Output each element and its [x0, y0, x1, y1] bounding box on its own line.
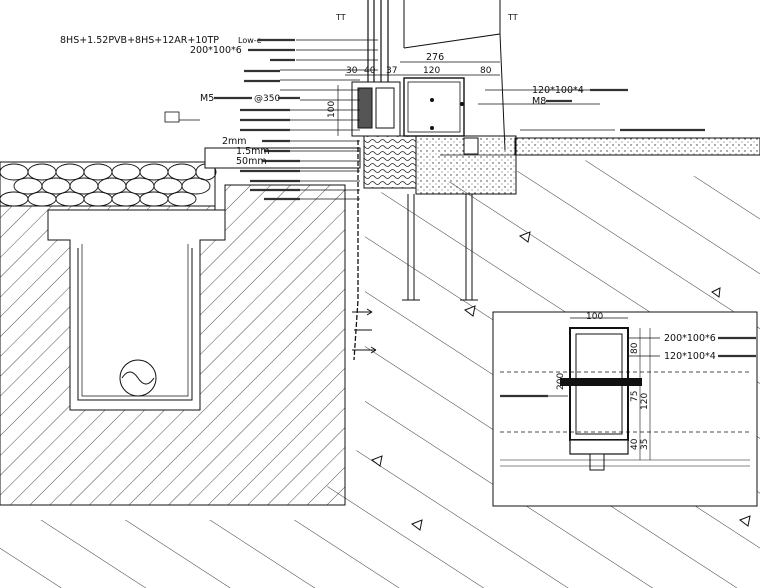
floor-finish: [0, 137, 760, 169]
size-1-5mm-label: 1.5mm: [236, 146, 270, 157]
detail-box: 100 200*100*6 120*100*4 80 200 75 120 40…: [492, 311, 758, 507]
glass-spec-label: 8HS+1.52PVB+8HS+12AR+10TP: [60, 35, 219, 46]
sill-assembly: [351, 77, 517, 301]
top-dimensions: 276 30 40 37 120 80 100: [327, 52, 500, 136]
main-steel-label: 200*100*6: [190, 45, 242, 56]
svg-text:100: 100: [586, 312, 603, 322]
section-markers: [370, 231, 751, 531]
size-50mm-label: 50mm: [236, 156, 267, 167]
glass-spec-tail: Low-e: [238, 36, 262, 45]
svg-text:40: 40: [364, 66, 376, 76]
m5-spacing-label: @350: [254, 94, 280, 104]
svg-text:120: 120: [640, 393, 650, 410]
right-callouts: 120*100*4 M8: [532, 85, 705, 132]
svg-text:40: 40: [630, 438, 640, 450]
membrane-line: [352, 140, 377, 361]
svg-text:200*100*6: 200*100*6: [664, 333, 716, 344]
svg-text:80: 80: [630, 342, 640, 354]
svg-text:30: 30: [346, 66, 358, 76]
drain-trench: [47, 209, 226, 411]
top-callouts: 8HS+1.52PVB+8HS+12AR+10TP Low-e 200*100*…: [60, 35, 300, 201]
svg-text:276: 276: [426, 52, 444, 63]
svg-text:75: 75: [630, 391, 640, 402]
gasket-2mm-label: 2mm: [222, 136, 247, 147]
svg-text:120*100*4: 120*100*4: [664, 351, 716, 362]
svg-text:35: 35: [640, 439, 650, 450]
svg-text:37: 37: [386, 66, 397, 76]
svg-text:M8: M8: [532, 96, 546, 107]
svg-text:120: 120: [423, 66, 440, 76]
svg-text:100: 100: [327, 101, 337, 118]
svg-text:120*100*4: 120*100*4: [532, 85, 584, 96]
svg-text:TT: TT: [507, 13, 518, 22]
svg-text:80: 80: [480, 66, 492, 76]
m5-label: M5: [200, 93, 214, 104]
svg-text:TT: TT: [335, 13, 346, 22]
pebble-layer: [0, 161, 217, 207]
leader-lines: [165, 39, 615, 200]
svg-text:200: 200: [556, 373, 566, 390]
